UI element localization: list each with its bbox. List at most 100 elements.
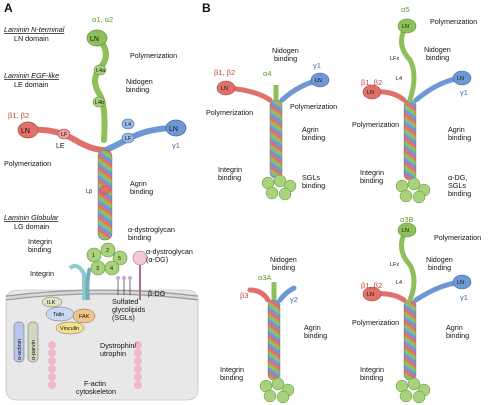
factin-label-1: F-actin [84, 379, 106, 388]
l4b-label: L4b [95, 100, 104, 106]
beta-ln-globule [17, 121, 39, 139]
tr-dg-3: binding [448, 189, 471, 198]
adg-binding-1: α-dystroglycan [128, 225, 175, 234]
br-gamma-label: γ1 [460, 293, 468, 302]
tr-gamma-ln: LN [457, 76, 464, 82]
lg-domain-subtitle: LG domain [14, 222, 49, 231]
variant-alpha5: LN LN LN α5 β1, β2 γ1 LFx L4 Polymerizat… [352, 5, 477, 204]
l4a-label: L4a [96, 68, 106, 74]
tl-sgls-1: SGLs [302, 173, 320, 182]
agrin-label-2: binding [130, 187, 153, 196]
tl-gamma-ln: LN [315, 78, 322, 84]
dystrophin-label-2: utrophin [100, 349, 126, 358]
bl-agrin-1: Agrin [304, 323, 321, 332]
panel-a: LN L4a L4b α1, α2 LN LF β1, β2 LE LN L4 … [4, 15, 199, 401]
tl-agrin-1: Agrin [302, 125, 319, 134]
integrin-binding-1: Integrin [28, 237, 52, 246]
adg-label-1: α-dystroglycan [146, 247, 193, 256]
tr-gamma-label: γ1 [460, 88, 468, 97]
tl-alpha-label: α4 [263, 69, 272, 78]
tl-nidogen-1: Nidogen [272, 46, 299, 55]
beta-chain-label: β1, β2 [8, 111, 29, 120]
br-agrin-1: Agrin [446, 323, 463, 332]
dystrophin-label-1: Dystrophin/ [100, 341, 136, 350]
br-nidogen-1: Nidogen [426, 255, 453, 264]
lg-num-5: 5 [118, 256, 121, 262]
panel-label-a: A [4, 1, 13, 15]
alpha-ln-label: LN [90, 36, 99, 43]
le-label: LE [56, 143, 65, 150]
tr-nidogen-1: Nidogen [424, 45, 451, 54]
gamma-chain-arm [103, 125, 178, 153]
br-gamma-ln: LN [457, 280, 464, 286]
variant-alpha3b: LN LN LN α3B β1, β2 γ1 LFx L4 Polymeriza… [352, 215, 481, 404]
br-agrin-2: binding [446, 331, 469, 340]
tr-agrin-2: binding [448, 133, 471, 142]
alpha-dg-globule [132, 250, 148, 266]
tr-agrin-1: Agrin [448, 125, 465, 134]
polymerization-left-label: Polymerization [4, 159, 51, 168]
alpha-parvin-label: α-parvin [31, 340, 37, 360]
tl-gamma-label: γ1 [313, 61, 321, 70]
gamma-ln-globule [165, 119, 187, 137]
integrin-binding-2: binding [28, 245, 51, 254]
br-beta-ln: LN [367, 292, 374, 298]
vinculin-label: Vinculin [60, 326, 79, 332]
br-poly-left: Polymerization [352, 318, 399, 327]
ilk-label: ILK [47, 300, 56, 306]
tr-poly-top: Polymerization [430, 17, 477, 26]
panel-label-b: B [202, 1, 211, 15]
sulfated-label-2: glycolipids [112, 305, 146, 314]
bl-nidogen-2: binding [272, 263, 295, 272]
polymerization-top-label: Polymerization [130, 51, 177, 60]
bl-alpha-label: α3A [258, 273, 272, 282]
ln-domain-title: Laminin N-terminal [4, 25, 65, 34]
tr-nidogen-2: binding [426, 53, 449, 62]
br-alpha-ln: LN [402, 228, 409, 234]
nidogen-label-2: binding [126, 85, 149, 94]
f-actin-filaments [48, 341, 142, 389]
ilk-protein [41, 296, 63, 308]
fak-label: FAK [79, 314, 90, 320]
integrin-label: Integrin [30, 269, 54, 278]
tr-integrin-2: binding [360, 176, 383, 185]
talin-label: Talin [53, 312, 64, 318]
adg-label-2: (α-DG) [146, 255, 168, 264]
sulfated-label-3: (SGLs) [112, 313, 135, 322]
br-poly-top: Polymerization [434, 233, 481, 242]
tr-alpha-ln: LN [402, 24, 409, 30]
alpha-actinin-label: α-actinin [17, 339, 23, 360]
vinculin-protein [55, 321, 85, 335]
fak-protein [72, 308, 96, 324]
bl-integrin-2: binding [220, 373, 243, 382]
tl-integrin-2: binding [218, 173, 241, 182]
br-l4-label: L4 [396, 280, 402, 286]
sgl-lipids [116, 276, 132, 295]
beta-lf-label: LF [61, 132, 68, 138]
tl-beta-label: β1, β2 [214, 68, 235, 77]
panel-b: LN LN α4 β1, β2 γ1 Nidogen binding Polym… [206, 5, 481, 404]
alpha-chain-arm [92, 37, 109, 143]
tl-poly-left: Polymerization [206, 108, 253, 117]
coiled-coil-stalk [97, 149, 113, 241]
br-lfx-label: LFx [390, 262, 399, 268]
gamma-chain-label: γ1 [172, 141, 180, 150]
br-integrin-1: Integrin [360, 365, 384, 374]
tr-integrin-1: Integrin [360, 168, 384, 177]
gamma-lf-label: LF [125, 136, 132, 142]
gamma-ln-label: LN [169, 126, 178, 133]
tr-lfx-label: LFx [390, 56, 399, 62]
tr-dg-1: α-DG, [448, 173, 467, 182]
lg-num-1: 1 [92, 253, 95, 259]
tr-l4-label: L4 [396, 76, 402, 82]
tl-sgls-2: binding [302, 181, 325, 190]
tr-dg-2: SGLs [448, 181, 466, 190]
beta-ln-label: LN [21, 128, 30, 135]
agrin-label-1: Agrin [130, 179, 147, 188]
variant-alpha3a: α3A β3 γ2 Nidogen binding Agrin binding … [220, 255, 327, 404]
lg-num-2: 2 [106, 248, 109, 254]
ln-domain-subtitle: LN domain [14, 34, 49, 43]
tl-poly-right: Polymerization [290, 102, 337, 111]
alpha-actinin-protein [13, 321, 25, 363]
beta-dg-label: β-DG [148, 289, 166, 298]
